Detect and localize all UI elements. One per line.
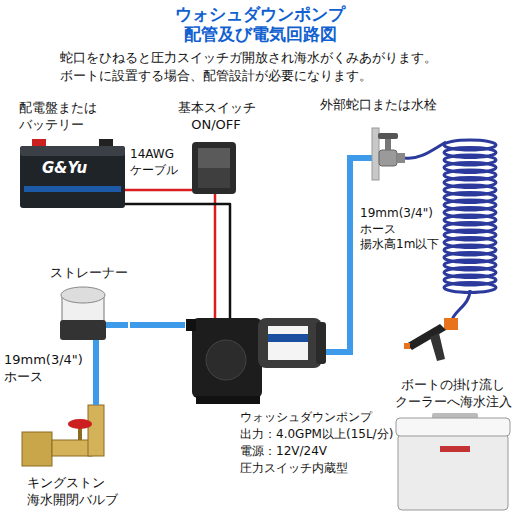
- pump-inlet: [186, 319, 196, 331]
- nozzle-grip: [430, 333, 445, 361]
- battery-stripe: [24, 186, 121, 192]
- battery-body: [20, 146, 125, 208]
- node-label: ストレーナー: [50, 265, 128, 282]
- node-label: 出力：4.0GPM以上(15L/分): [240, 427, 393, 443]
- pump-feet: [196, 396, 260, 404]
- battery-terminal: [99, 139, 113, 147]
- wire-stub: [214, 194, 217, 198]
- valve-grate: [22, 432, 52, 466]
- hose-stub: [106, 322, 128, 328]
- node-label: キングストン 海水開閉バルブ: [27, 475, 127, 509]
- wire-stub: [214, 302, 217, 318]
- faucet-handle: [378, 133, 398, 139]
- faucet-spout: [397, 153, 405, 163]
- pump-head: [192, 318, 262, 398]
- hose-stub: [326, 302, 350, 352]
- switch-body: [192, 142, 236, 194]
- node-label: 圧力スイッチ内蔵型: [240, 461, 348, 477]
- pump-node: ウォッシュダウンポンプ出力：4.0GPM以上(15L/分)電源：12V/24V圧…: [185, 302, 395, 482]
- faucet-stem: [385, 138, 391, 150]
- hose-line: [130, 322, 185, 328]
- node-label: ボートの掛け流し クーラーへ海水注入: [390, 377, 516, 411]
- hose-label: 19mm(3/4") ホース: [4, 352, 82, 386]
- pump-motor: [258, 318, 322, 368]
- node-label: 電源：12V/24V: [240, 444, 327, 460]
- nozzle-connector: [444, 318, 458, 330]
- switch-rocker: [198, 168, 230, 188]
- cooler-node: ボートの掛け流し クーラーへ海水注入: [390, 375, 518, 515]
- cooler-logo: [440, 446, 470, 452]
- note-text: 蛇口をひねると圧力スイッチガ開放され海水がくみあがります。: [60, 50, 437, 67]
- nozzle-tip: [404, 343, 410, 349]
- hose-stub: [93, 340, 99, 345]
- coil-hose-end: [452, 290, 470, 320]
- power-wire: [214, 198, 217, 302]
- node-label: ウォッシュダウンポンプ: [240, 410, 372, 426]
- motor-label: [268, 326, 308, 360]
- switch-node: 基本スイッチ ON/OFF: [175, 100, 256, 198]
- node-label: 配電盤または バッテリー: [19, 100, 119, 134]
- valve-pipe: [88, 405, 104, 456]
- pipe-stub: [350, 158, 372, 177]
- hose-label: 19mm(3/4") ホース 揚水高1m以下: [360, 206, 440, 253]
- strainer-node: ストレーナー: [38, 265, 130, 345]
- ground-wire: [125, 204, 230, 302]
- motor-stripe: [268, 334, 308, 342]
- valve-node: キングストン 海水開閉バルブ: [15, 405, 129, 511]
- power-wire: [125, 189, 175, 192]
- battery-top: [20, 146, 125, 156]
- diagram-title: ウォシュダウンポンプ 配管及び電気回路図: [150, 4, 370, 45]
- cable-label: 14AWG ケーブル: [130, 147, 185, 178]
- coil-hose-end: [405, 142, 446, 158]
- battery-node: 配電盤または バッテリー: [15, 100, 125, 208]
- faucet-node: 外部蛇口または水栓: [318, 97, 440, 177]
- node-label: 外部蛇口または水栓: [320, 97, 437, 114]
- cooler-body: [398, 434, 508, 510]
- wire-stub: [175, 189, 192, 192]
- battery-terminal: [32, 139, 46, 147]
- brand-mark: G&Yu: [42, 159, 87, 179]
- node-label: 基本スイッチ ON/OFF: [178, 100, 254, 134]
- valve-handwheel: [68, 419, 92, 429]
- coil-hose: [444, 140, 496, 293]
- cooler-lid: [396, 418, 510, 436]
- hose-line: [347, 177, 353, 302]
- wire-stub: [229, 302, 232, 318]
- pump-head-detail: [206, 340, 246, 380]
- strainer-base: [60, 320, 106, 340]
- hose-line: [93, 345, 99, 405]
- note-text: ボートに設置する場合、配管設計が必要になります。: [60, 68, 372, 85]
- switch-rocker: [198, 148, 230, 168]
- faucet-body: [379, 150, 397, 166]
- strainer-cap: [61, 287, 105, 303]
- motor-cap: [316, 322, 326, 364]
- wall-plate: [372, 128, 379, 180]
- valve-pipe: [52, 440, 92, 456]
